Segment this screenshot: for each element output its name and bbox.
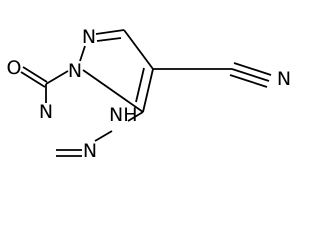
- atom-labels: O N N N N NH N: [7, 26, 292, 162]
- bond-pyrazole-n-bridgehead-n: [79, 45, 86, 62]
- pyrazole-cc-double-bond-b: [135, 67, 145, 103]
- carbonyl-double-bond-b: [20, 71, 46, 88]
- pyrazole-cc-double-bond-a: [142, 68, 154, 113]
- bond-carbonyl-bridgehead-n: [45, 70, 69, 85]
- pyrazole-nitrogen-label: N: [82, 26, 96, 48]
- pyrazole-cn-double-bond-a: [95, 29, 125, 35]
- amine-nh-label: NH: [109, 104, 138, 126]
- nitrile-nitrogen-label: N: [277, 68, 291, 90]
- pyrazole-cn-double-bond-b: [96, 37, 122, 42]
- nitrile-triple-bond-b: [233, 62, 272, 76]
- triazine-nitrogen-left-label: N: [39, 101, 53, 123]
- bond-fused-carbon-bridgehead-n: [82, 69, 144, 113]
- carbonyl-double-bond-a: [22, 66, 48, 83]
- bond-triazine-n-nh: [94, 130, 113, 142]
- bond-nh-fused-carbon: [127, 111, 144, 122]
- bonds: [20, 29, 272, 157]
- bridgehead-nitrogen-label: N: [68, 60, 82, 82]
- chemical-structure: O N N N N NH N: [7, 26, 292, 162]
- nitrile-triple-bond-c: [229, 74, 268, 88]
- bond-c8-c7: [123, 29, 154, 70]
- triazine-nitrogen-right-label: N: [83, 140, 97, 162]
- nitrile-triple-bond-a: [231, 68, 270, 82]
- oxygen-label: O: [7, 57, 22, 79]
